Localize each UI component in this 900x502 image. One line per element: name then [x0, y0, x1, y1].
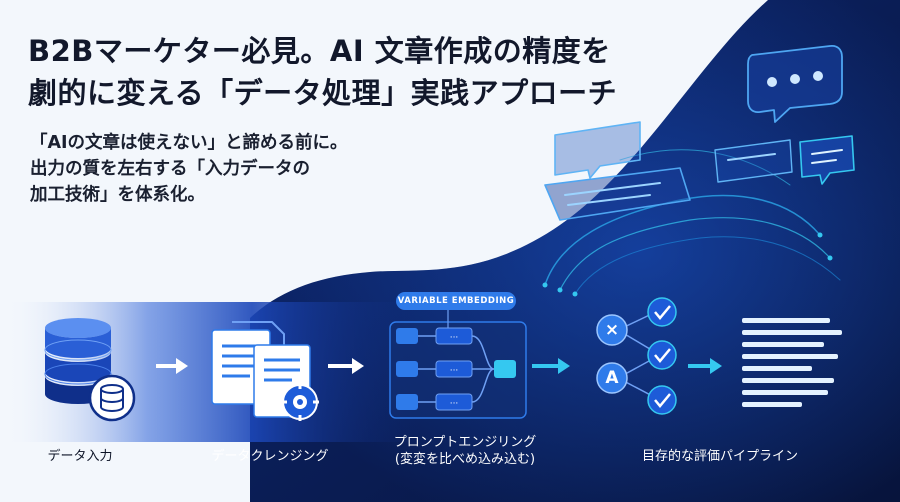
title-line-2: 劇的に変える「データ処理」実践アプローチ	[28, 76, 618, 110]
variable-nodes-icon: ··· ··· ···	[389, 310, 527, 419]
small-chat-bubble-icon	[799, 135, 855, 185]
subtitle: 「AIの文章は使えない」と諦める前に。 出力の質を左右する「入力データの 加工技…	[30, 130, 450, 208]
arrow-right-icon	[156, 358, 188, 374]
subtitle-line-3: 加工技術」を体系化。	[30, 185, 205, 205]
step-label-data-input: データ入力	[47, 449, 113, 464]
database-icon	[44, 318, 136, 422]
eval-badge-a: A	[605, 368, 619, 388]
svg-text:···: ···	[450, 399, 459, 409]
eval-badge-x: ×	[604, 320, 620, 340]
arrow-right-icon-2	[328, 358, 364, 374]
page-title: B2Bマーケター必見。AI 文章作成の精度を 劇的に変える「データ処理」実践アプ…	[28, 30, 728, 114]
documents-gear-icon	[211, 321, 319, 421]
title-line-1: B2Bマーケター必見。AI 文章作成の精度を	[28, 34, 611, 68]
step-label-prompt-line-2: (変変を比べめ込み込む)	[394, 452, 536, 467]
svg-text:···: ···	[450, 366, 459, 376]
step-label-prompt-line-1: プロンプトエンジリング	[393, 435, 537, 450]
arrow-right-icon-3	[532, 358, 570, 374]
holographic-chat-panels	[542, 44, 855, 297]
variable-embedding-badge: VARIABLE EMBEDDING	[396, 292, 516, 310]
step-label-prompt-engineering: プロンプトエンジリング (変変を比べめ込み込む)	[365, 434, 565, 468]
subtitle-line-2: 出力の質を左右する「入力データの	[30, 159, 310, 179]
step-label-data-cleansing: データクレンジング	[211, 449, 329, 464]
step-label-evaluation-pipeline: 目存的な評価パイプライン	[641, 449, 798, 464]
svg-text:···: ···	[450, 333, 459, 343]
evaluation-checklist-icon	[596, 297, 677, 415]
subtitle-line-1: 「AIの文章は使えない」と諦める前に。	[30, 133, 348, 153]
output-text-lines-icon	[742, 318, 842, 407]
arrow-right-icon-4	[688, 358, 722, 374]
